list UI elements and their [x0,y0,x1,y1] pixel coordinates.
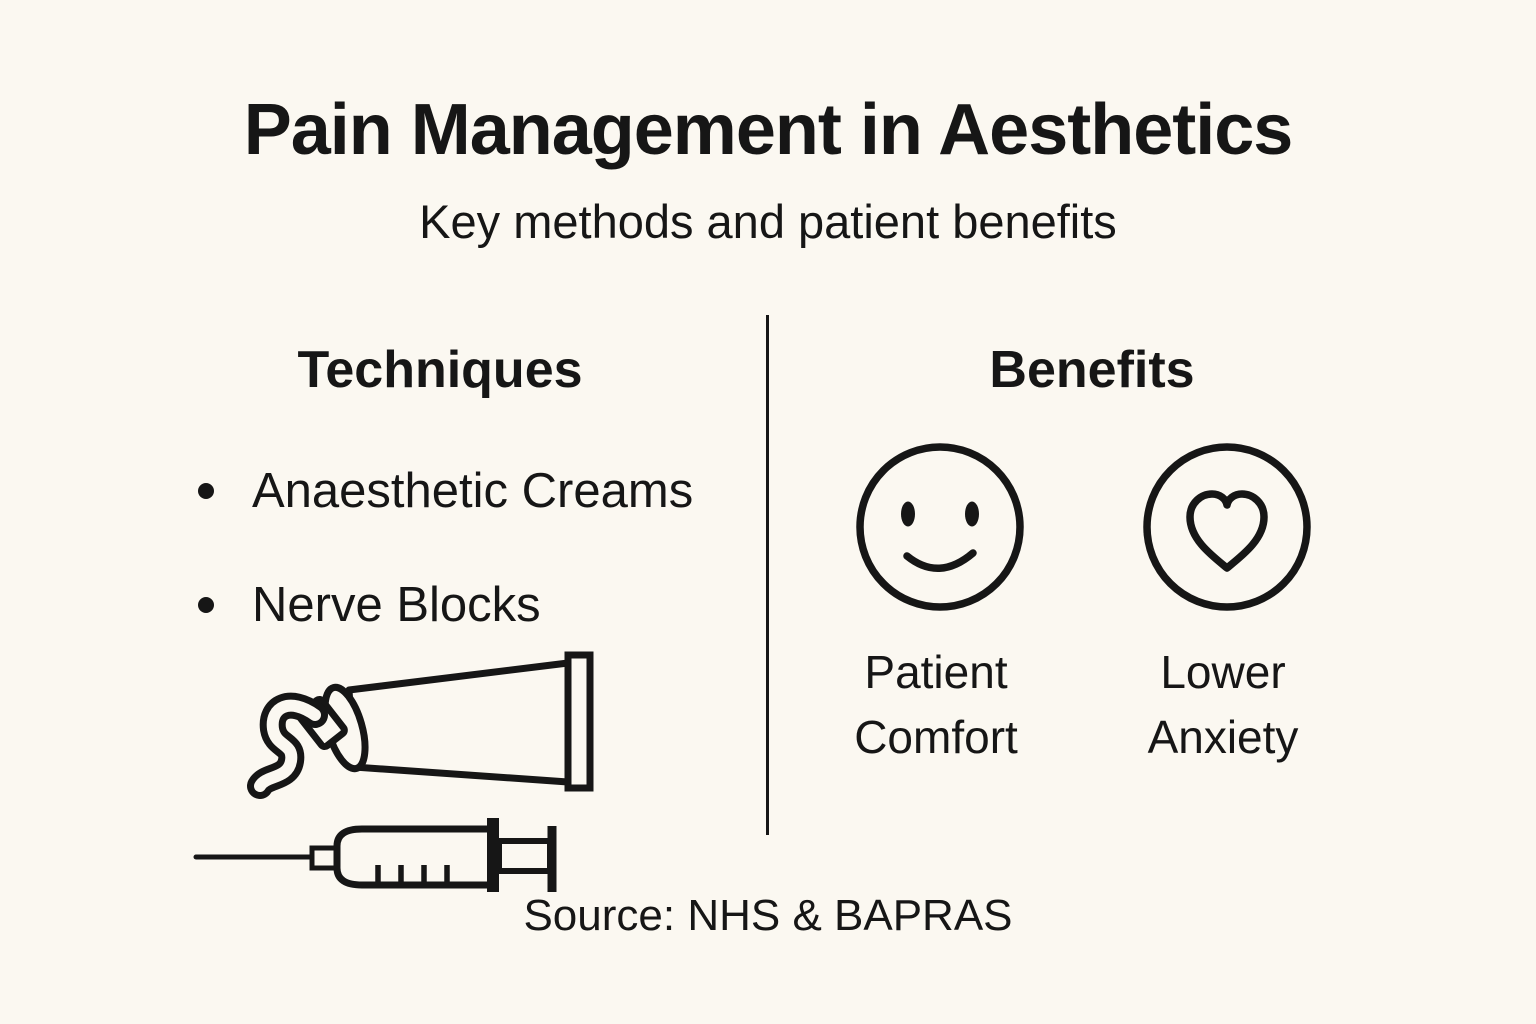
benefit-label-line: Anxiety [1147,711,1299,763]
benefit-label-lower-anxiety: Lower Anxiety [1093,640,1353,770]
smiley-face-icon [852,439,1028,620]
column-divider [766,315,769,835]
benefit-label-line: Patient [864,646,1008,698]
page-subtitle: Key methods and patient benefits [419,195,1117,248]
source-attribution: Source: NHS & BAPRAS [523,891,1013,940]
benefit-label-patient-comfort: Patient Comfort [806,640,1066,770]
page-title: Pain Management in Aesthetics [243,90,1294,170]
syringe-icon [190,812,570,909]
benefits-heading: Benefits [989,341,1195,399]
technique-label: Anaesthetic Creams [252,464,694,518]
cream-tube-icon [218,645,598,810]
list-item: Nerve Blocks [198,580,541,630]
bullet-dot [198,597,214,613]
heart-circle-icon [1139,439,1315,620]
benefit-label-line: Lower [1160,646,1286,698]
list-item: Anaesthetic Creams [198,466,693,516]
benefit-label-line: Comfort [854,711,1018,763]
technique-label: Nerve Blocks [252,578,541,632]
bullet-dot [198,483,214,499]
techniques-heading: Techniques [297,341,583,399]
